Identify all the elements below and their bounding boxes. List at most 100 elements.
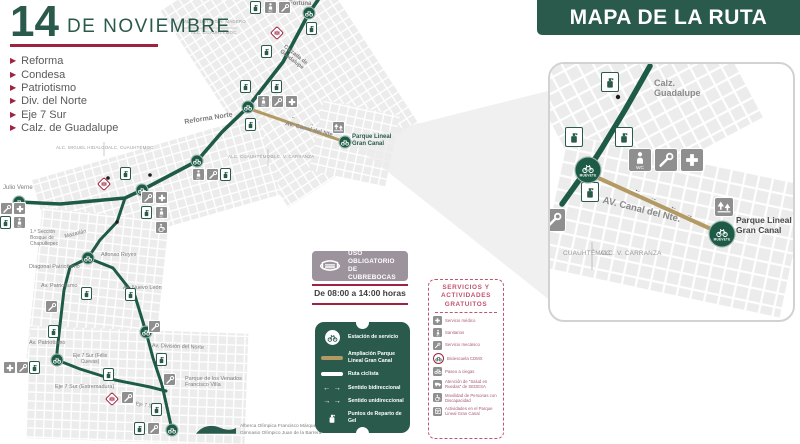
gel-point-icon	[0, 216, 11, 229]
medical-aid-icon	[155, 191, 168, 204]
medical-aid-icon	[680, 148, 704, 172]
legend-label: Sentido unidireccional	[348, 397, 404, 404]
gel-point-icon	[48, 325, 59, 338]
gran-canal-extension-line	[248, 107, 347, 144]
medical-aid-icon	[3, 361, 16, 374]
boundary-label: ALC. V. CARRANZA	[271, 154, 315, 159]
gel-point-icon	[261, 45, 272, 58]
legend-label: Sentido bidireccional	[348, 384, 401, 391]
street-label: Diagonal Patriotismo	[29, 264, 80, 270]
gel-point-icon	[81, 287, 92, 300]
gel-point-icon	[240, 80, 251, 93]
triangle-bullet-icon: ▶	[10, 82, 17, 92]
boundary-lines	[103, 27, 269, 166]
bike-repair-icon	[0, 202, 13, 215]
gel-point-icon	[120, 167, 131, 180]
triangle-bullet-icon: ▶	[10, 96, 17, 106]
restroom-icon	[192, 168, 205, 181]
gel-point-icon	[581, 182, 599, 202]
list-item: ▶Patriotismo	[10, 81, 77, 94]
gel-point-icon	[156, 353, 167, 366]
unidirectional-arrows-icon: →→	[323, 396, 341, 405]
street-label: Parque de los Venados Francisco Villa	[185, 376, 242, 389]
date-month: DE NOVIEMBRE	[66, 16, 231, 38]
wheelchair-icon	[433, 393, 442, 403]
street-label: Eje 7 Sur (Extremadura)	[55, 384, 115, 390]
triangle-bullet-icon: ▶	[10, 123, 17, 133]
gel-bottle-icon	[320, 412, 344, 424]
dashed-divider	[435, 311, 497, 313]
gel-point-icon	[125, 288, 136, 301]
tandem-bike-icon	[433, 366, 442, 376]
mask-notice-line1: USO OBLIGATORIO	[348, 250, 395, 265]
boundary-label: ALC. MIGUEL HIDALGO	[56, 145, 109, 150]
legend-notch	[356, 427, 369, 440]
mask-notice-line2: DE CUBREBOCAS	[348, 266, 396, 281]
station-marker	[190, 154, 204, 168]
triangle-bullet-icon: ▶	[10, 69, 17, 79]
page-title: MAPA DE LA RUTA	[569, 5, 768, 29]
restroom-icon	[13, 216, 26, 229]
street-label: Eje 7 Sur (Félix Cuevas)	[72, 353, 108, 365]
calendar-icon	[433, 406, 442, 416]
bike-repair-icon	[271, 95, 284, 108]
street-label: Av. Patriotismo	[29, 340, 66, 346]
gel-point-icon	[151, 403, 162, 416]
list-item: ▶Condesa	[10, 68, 66, 81]
gel-point-icon	[134, 422, 145, 435]
list-item: ▶Reforma	[10, 55, 64, 68]
poi-label: Gimnasio Olímpico Juan de la Barrera	[240, 431, 322, 436]
schedule-hours: De 08:00 a 14:00 horas	[314, 288, 406, 298]
route-end-dots	[106, 173, 152, 224]
inset-zoom-wedge	[349, 90, 552, 302]
park-icon	[714, 197, 734, 217]
services-title: SERVICIOS Y ACTIVIDADES GRATUITOS	[441, 284, 491, 308]
station-marker	[165, 423, 179, 437]
olympic-pool-icon	[195, 423, 237, 435]
legend-label: Ampliación Parque Lineal Gran Canal	[348, 351, 395, 364]
medical-cross-icon	[433, 316, 442, 326]
bike-repair-icon	[654, 148, 678, 172]
station-marker	[81, 251, 95, 265]
map-legend: Estación de servicio Ampliación Parque L…	[315, 322, 410, 433]
muevete-logo-icon	[323, 329, 341, 346]
restroom-icon	[264, 1, 277, 14]
face-mask-notice: USO OBLIGATORIO DE CUBREBOCAS	[312, 250, 408, 281]
date-header: 14 DE NOVIEMBRE ▶Reforma ▶Condesa ▶Patri…	[10, 0, 231, 135]
legend-label: Estación de servicio	[348, 334, 399, 341]
restroom-icon	[257, 95, 270, 108]
bike-repair-icon	[16, 361, 29, 374]
header-rule	[10, 44, 158, 48]
list-item: ▶Eje 7 Sur	[10, 108, 67, 121]
inset-graphics	[550, 64, 793, 318]
divider-rule	[312, 303, 408, 305]
legend-label: Ruta ciclista	[348, 371, 379, 377]
bike-repair-icon	[147, 422, 160, 435]
list-item: ▶Div. del Norte	[10, 95, 87, 108]
poi-label: Parque Lineal Gran Canal	[736, 215, 792, 235]
boundary-label: ALC. CUAUHTÉMOC	[191, 30, 237, 35]
gel-point-icon	[271, 80, 282, 93]
bici-logo-icon	[433, 352, 444, 364]
medical-aid-icon	[285, 95, 298, 108]
face-mask-icon	[317, 257, 343, 275]
gel-point-icon	[565, 127, 583, 147]
list-item: ▶Calz. de Guadalupe	[10, 122, 119, 135]
accessibility-icon	[155, 221, 168, 234]
date-day: 14	[10, 0, 59, 46]
bike-repair-icon	[278, 1, 291, 14]
restroom-icon	[155, 206, 168, 219]
bike-repair-icon	[121, 391, 134, 404]
health-van-icon	[433, 379, 442, 389]
street-label: Julio Verne	[3, 185, 33, 191]
gel-point-icon	[601, 72, 619, 92]
triangle-bullet-icon: ▶	[10, 56, 17, 66]
station-marker	[241, 100, 255, 114]
legend-notch	[356, 316, 369, 329]
street-label: 1.ª Sección Bosque de Chapultepec	[30, 229, 59, 247]
station-marker	[338, 135, 352, 149]
divider-rule	[312, 284, 408, 286]
canal-extension-line-icon	[321, 355, 343, 360]
bike-repair-icon	[141, 191, 154, 204]
